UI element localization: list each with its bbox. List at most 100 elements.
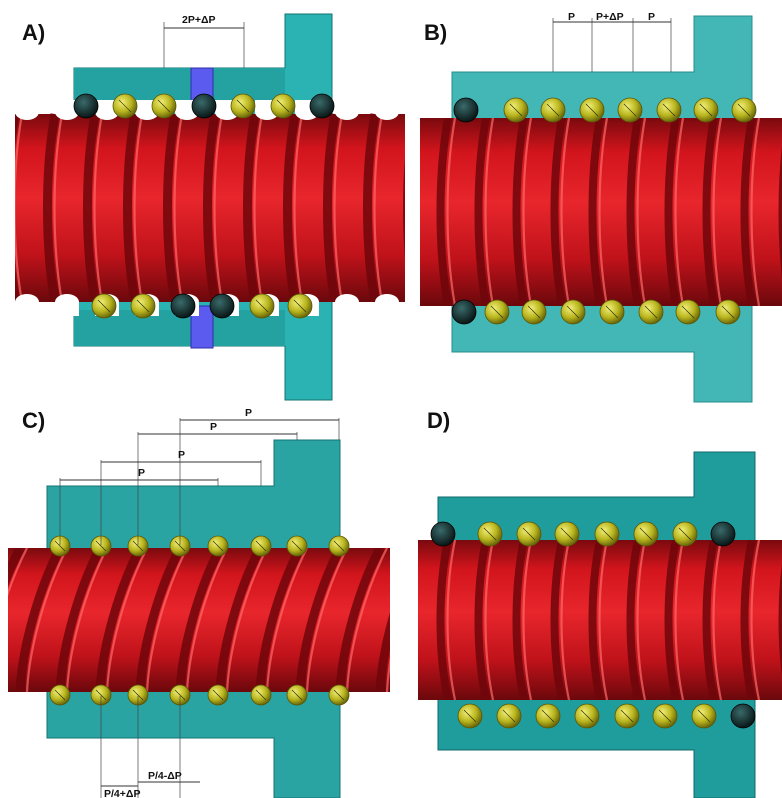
panel-c-dim-label-3: P <box>178 449 185 461</box>
screw-groove <box>375 612 390 692</box>
ball-mark <box>509 103 523 117</box>
panel-d-label: D) <box>427 408 450 433</box>
panel-a-spacer-bottom <box>190 305 214 349</box>
screw-highlight <box>333 113 344 302</box>
ball-mark <box>623 103 637 117</box>
panel-a: A) 2P+ΔP <box>15 13 405 401</box>
ball-mark <box>697 709 711 723</box>
ball-mark <box>644 305 658 319</box>
screw-groove <box>323 113 340 302</box>
screw-groove <box>436 118 452 306</box>
ball-mark <box>157 99 171 113</box>
panel-b-dim-label-1: P <box>568 11 575 23</box>
panel-a-screw-top-edge <box>15 100 405 120</box>
panel-c-screw <box>8 548 390 692</box>
screw-groove <box>203 113 220 302</box>
ball-mark <box>600 527 614 541</box>
screw-highlight <box>185 548 228 692</box>
screw-highlight <box>446 540 457 700</box>
dark-ball <box>309 93 335 119</box>
screw-groove <box>163 113 180 302</box>
screw-groove <box>664 118 680 306</box>
screw-highlight <box>8 548 28 597</box>
ball-mark <box>255 689 267 701</box>
ball-mark <box>333 540 345 552</box>
ball-mark <box>291 540 303 552</box>
screw-groove <box>283 113 300 302</box>
screw-groove <box>295 548 345 692</box>
screw-groove <box>474 118 490 306</box>
panel-c-label: C) <box>22 408 45 433</box>
screw-groove <box>335 548 385 692</box>
screw-groove <box>15 548 65 692</box>
ball-mark <box>255 299 269 313</box>
ball-mark <box>132 689 144 701</box>
ball-mark <box>54 540 66 552</box>
screw-groove <box>255 548 305 692</box>
screw-groove <box>550 118 566 306</box>
screw-highlight <box>410 118 418 306</box>
screw-highlight <box>750 540 761 700</box>
ball-mark <box>174 689 186 701</box>
dark-ball <box>73 93 99 119</box>
screw-highlight <box>560 540 571 700</box>
panel-a-screw <box>15 113 405 302</box>
screw-highlight <box>484 118 495 306</box>
screw-highlight <box>345 548 388 692</box>
screw-groove <box>403 157 405 259</box>
screw-groove <box>740 540 756 700</box>
screw-groove <box>588 118 604 306</box>
ball-mark <box>681 305 695 319</box>
screw-highlight <box>213 113 224 302</box>
ball-mark <box>490 305 504 319</box>
screw-highlight <box>598 118 609 306</box>
ball-mark <box>483 527 497 541</box>
screw-groove <box>123 113 140 302</box>
ball-mark <box>276 99 290 113</box>
dark-ball <box>453 97 479 123</box>
screw-highlight <box>560 118 571 306</box>
panel-b: B) P P+ΔP P <box>410 11 782 403</box>
screw-highlight <box>712 540 723 700</box>
screw-highlight <box>385 656 390 692</box>
ball-mark <box>522 527 536 541</box>
ball-mark <box>585 103 599 117</box>
screw-groove <box>512 118 528 306</box>
ball-mark <box>255 540 267 552</box>
screw-groove <box>243 113 260 302</box>
panel-c-dim-label-1: P <box>245 407 252 419</box>
panel-b-dim-label-3: P <box>648 11 655 23</box>
ball-mark <box>136 299 150 313</box>
screw-highlight <box>293 113 304 302</box>
ball-mark <box>95 689 107 701</box>
screw-groove <box>588 540 604 700</box>
screw-highlight <box>598 540 609 700</box>
panel-b-screw <box>410 118 782 306</box>
screw-highlight <box>133 113 144 302</box>
screw-highlight <box>105 548 148 692</box>
screw-groove <box>135 548 185 692</box>
screw-groove <box>175 548 225 692</box>
ball-mark <box>620 709 634 723</box>
ball-mark <box>54 689 66 701</box>
ball-mark <box>132 540 144 552</box>
screw-groove <box>95 548 145 692</box>
panel-c-dim-label-2: P <box>210 421 217 433</box>
screw-highlight <box>15 113 24 302</box>
screw-groove <box>83 113 100 302</box>
screw-highlight <box>712 118 723 306</box>
ball-mark <box>291 689 303 701</box>
screw-groove <box>740 118 756 306</box>
screw-groove <box>43 113 60 302</box>
ball-mark <box>97 299 111 313</box>
screw-highlight <box>674 540 685 700</box>
screw-groove <box>626 118 642 306</box>
screw-groove <box>215 548 265 692</box>
screw-highlight <box>305 548 348 692</box>
ball-mark <box>737 103 751 117</box>
screw-groove <box>550 540 566 700</box>
screw-highlight <box>446 118 457 306</box>
panel-c-balls <box>49 535 350 706</box>
ball-mark <box>560 527 574 541</box>
ball-mark <box>236 99 250 113</box>
